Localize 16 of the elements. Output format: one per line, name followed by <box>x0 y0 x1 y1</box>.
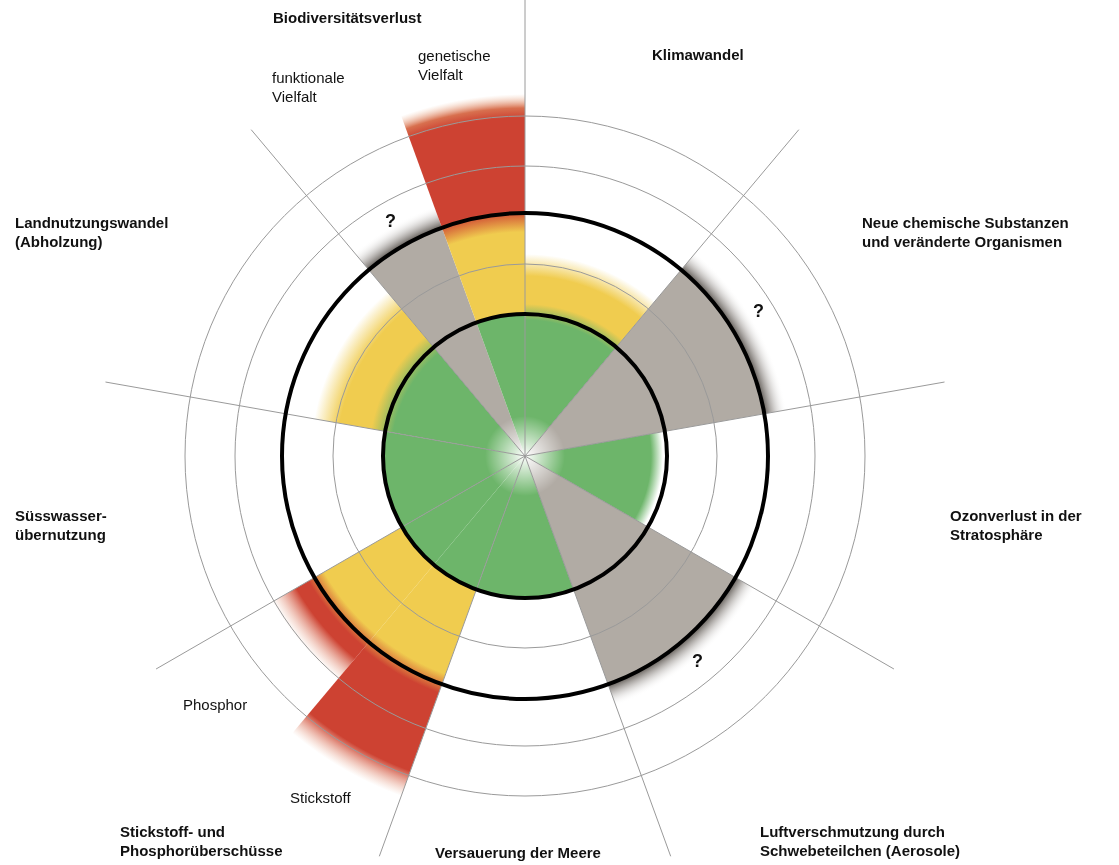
sub-label: funktionale Vielfalt <box>272 69 345 105</box>
question-mark: ? <box>753 301 764 321</box>
category-label: Landnutzungswandel (Abholzung) <box>15 214 169 250</box>
sub-label: Phosphor <box>183 696 248 713</box>
question-mark: ? <box>692 651 703 671</box>
category-label: Luftverschmutzung durch Schwebeteilchen (Aerosole) <box>760 823 961 859</box>
sub-label: Stickstoff <box>290 789 351 806</box>
category-label: Versauerung der Meere <box>435 844 601 861</box>
category-label: Neue chemische Substanzen und veränderte Organismen <box>862 214 1069 250</box>
category-label: Klimawandel <box>652 46 744 63</box>
category-label: Biodiversitätsverlust <box>273 9 422 26</box>
category-label: Stickstoff- und Phosphorüberschüsse <box>120 823 283 859</box>
sub-label: genetische Vielfalt <box>418 47 491 83</box>
question-mark: ? <box>385 211 396 231</box>
category-label: Süsswasser- übernutzung <box>15 507 107 543</box>
category-label: Ozonverlust in der Stratosphäre <box>950 507 1082 543</box>
